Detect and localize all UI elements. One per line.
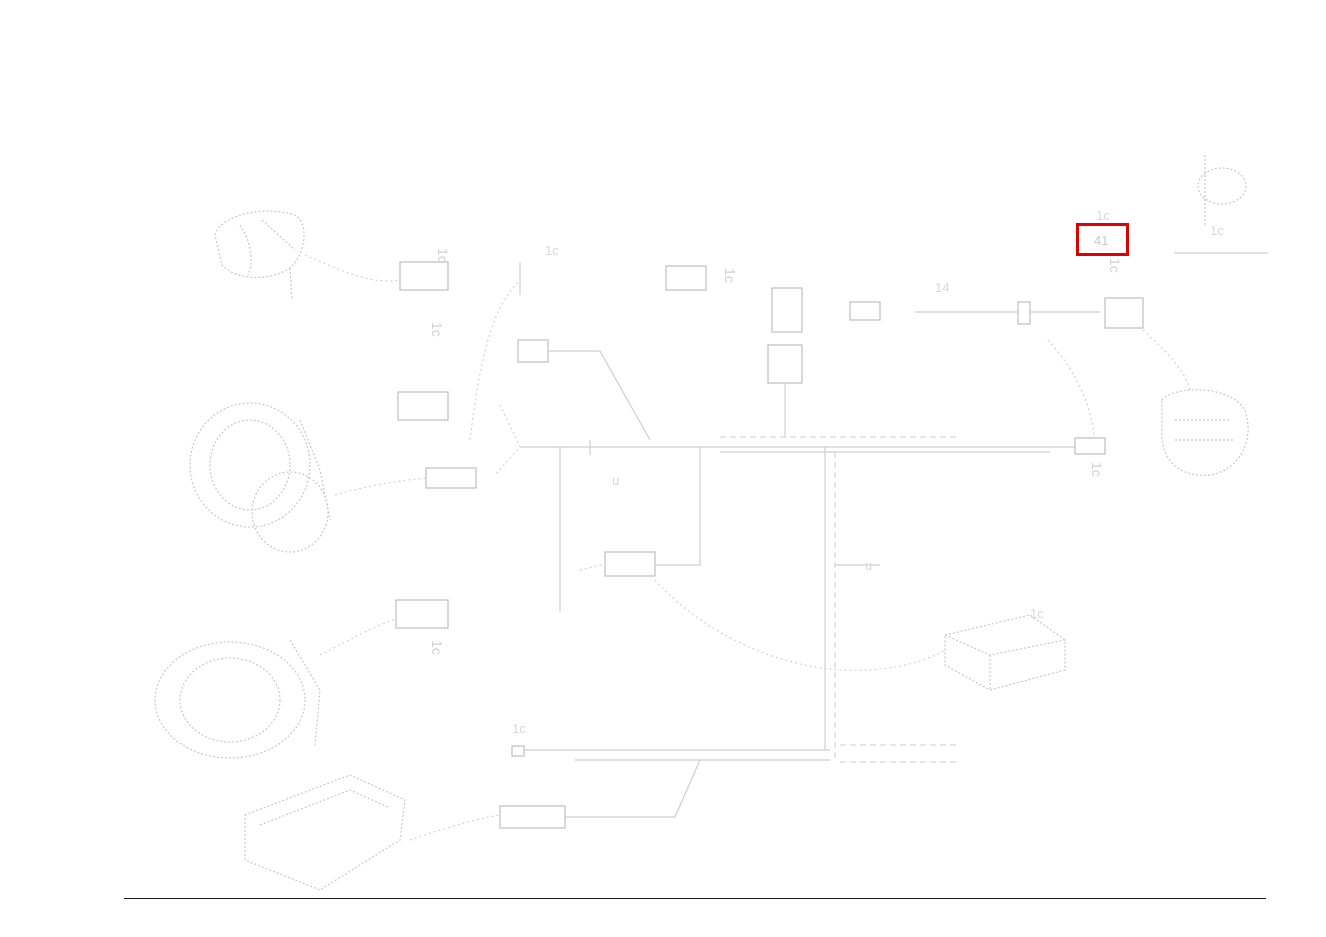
connector-stack-mid: 1c: [397, 322, 477, 489]
control-unit-label: 1c: [1030, 606, 1044, 621]
lower-right-label: u: [865, 558, 872, 573]
battery-box-part: [244, 774, 501, 891]
connector-stack-top: 1c: [399, 248, 451, 291]
main-junction-label: u: [612, 473, 619, 488]
control-unit-part: 1c: [944, 606, 1066, 691]
rear-lamp-part: [214, 210, 401, 301]
connector-top-label: 1c: [722, 268, 738, 283]
right-connector: [1104, 297, 1191, 391]
wire-14: 14: [915, 280, 1100, 441]
right-drop-connector: 1c: [1074, 437, 1106, 477]
bulb-holder-part: 1c: [1174, 155, 1268, 254]
highlighted-callout[interactable]: 1c 41 1c: [1076, 208, 1129, 273]
connector-stack-lower: 1c: [395, 599, 449, 655]
top-small-callout: 1c: [545, 243, 559, 258]
bottom-left-label: 1c: [512, 721, 526, 736]
relay-block: [767, 287, 803, 437]
highlight-label: 41: [1094, 233, 1108, 248]
headlamp-upper-part: [189, 402, 431, 553]
callout-above: 1c: [1096, 208, 1110, 223]
right-drop-label: 1c: [1089, 462, 1105, 477]
headlamp-lower-part: [154, 617, 401, 759]
left-junction: 1c: [469, 243, 559, 476]
battery-connector: [499, 759, 701, 829]
highlight-box: [1076, 223, 1129, 256]
wire-14-label: 14: [935, 280, 949, 295]
switch-pod-part: [517, 339, 651, 441]
connector-top-mid: 1c: [665, 265, 738, 291]
stack-lower-label: 1c: [429, 640, 445, 655]
lower-mid-connector: [579, 551, 946, 671]
stack-mid-label: 1c: [429, 322, 445, 337]
callout-below: 1c: [1107, 258, 1123, 273]
bulb-holder-label: 1c: [1210, 223, 1224, 238]
main-harness: [520, 436, 1075, 763]
small-connector: [849, 301, 881, 321]
bottom-left-connector: 1c: [511, 721, 526, 757]
right-lamp-part: [1161, 389, 1249, 476]
stack-top-label: 1c: [435, 248, 451, 263]
